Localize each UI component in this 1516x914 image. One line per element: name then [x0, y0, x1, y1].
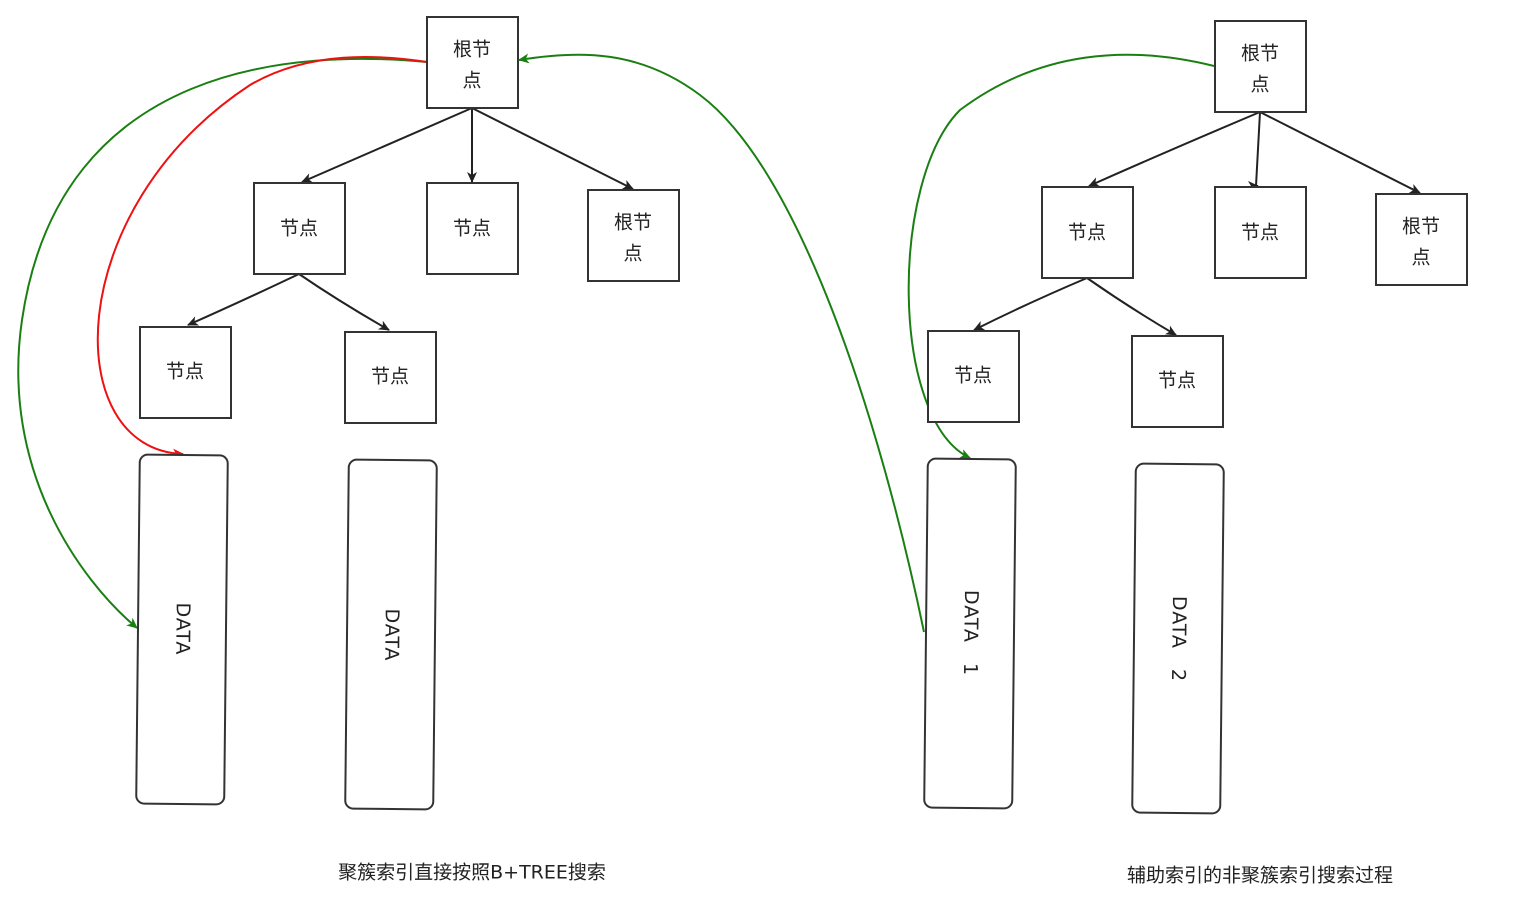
right-diagram: 根节 点 节点 节点 根节 点 节点 节点 DATA 1: [907, 20, 1468, 887]
left-leaf-b-label: 节点: [371, 366, 409, 388]
left-root-node: 根节 点: [426, 16, 519, 109]
right-node-c: 根节 点: [1375, 193, 1468, 286]
left-data-block-2-label: DATA: [380, 608, 403, 661]
left-root-label-line2: 点: [462, 70, 481, 92]
left-tree-edges: [187, 107, 634, 331]
left-node-b: 节点: [426, 182, 519, 275]
right-data-block-1-label: DATA 1: [959, 590, 982, 676]
right-leaf-a-label: 节点: [954, 365, 992, 387]
left-leaf-a-label: 节点: [166, 361, 204, 383]
right-caption: 辅助索引的非聚簇索引搜索过程: [1127, 865, 1393, 887]
edge-node-a-to-leaf-b: [298, 273, 390, 331]
left-red-search-path: [96, 55, 428, 459]
edge-r-node-a-to-leaf-b: [1086, 277, 1177, 336]
left-diagram: 根节 点 节点 节点 根节 点 节点 节点 DATA: [17, 16, 680, 884]
left-data-block-2: DATA: [344, 458, 438, 811]
right-node-b: 节点: [1214, 186, 1307, 279]
left-leaf-a: 节点: [139, 326, 232, 419]
left-node-a-label: 节点: [280, 218, 318, 240]
edge-r-root-to-node-c: [1259, 111, 1421, 194]
right-data-block-2-label: DATA 2: [1167, 596, 1190, 682]
edge-node-a-to-leaf-a: [187, 273, 300, 326]
left-node-a: 节点: [253, 182, 346, 275]
left-green-search-path: [17, 57, 428, 629]
edge-root-to-node-c: [471, 107, 634, 190]
right-leaf-a: 节点: [927, 330, 1020, 423]
right-node-b-label: 节点: [1241, 222, 1279, 244]
left-node-b-label: 节点: [453, 218, 491, 240]
right-node-c-label-line1: 根节: [1402, 216, 1440, 238]
right-leaf-b: 节点: [1131, 335, 1224, 428]
left-node-c-label-line2: 点: [623, 243, 642, 265]
right-node-a: 节点: [1041, 186, 1134, 279]
left-node-c: 根节 点: [587, 189, 680, 282]
left-node-c-label-line1: 根节: [614, 212, 652, 234]
right-data-block-1: DATA 1: [923, 457, 1017, 810]
right-node-c-label-line2: 点: [1411, 247, 1430, 269]
left-leaf-b: 节点: [344, 331, 437, 424]
right-data-block-2: DATA 2: [1131, 462, 1225, 815]
cross-green-search-path: [518, 53, 925, 633]
edge-r-node-a-to-leaf-a: [973, 277, 1088, 331]
left-data-block-1-label: DATA: [171, 602, 194, 655]
edge-r-root-to-node-a: [1088, 111, 1261, 187]
right-tree-edges: [973, 111, 1421, 336]
edge-root-to-node-a: [301, 107, 473, 183]
right-root-node: 根节 点: [1214, 20, 1307, 113]
right-green-search-path: [907, 53, 1215, 459]
edge-r-root-to-node-b: [1248, 111, 1261, 191]
right-node-a-label: 节点: [1068, 222, 1106, 244]
right-root-label-line1: 根节: [1241, 43, 1279, 65]
left-caption: 聚簇索引直接按照B+TREE搜索: [338, 862, 606, 884]
right-root-label-line2: 点: [1250, 74, 1269, 96]
left-data-block-1: DATA: [135, 453, 229, 806]
right-leaf-b-label: 节点: [1158, 370, 1196, 392]
left-root-label-line1: 根节: [453, 39, 491, 61]
